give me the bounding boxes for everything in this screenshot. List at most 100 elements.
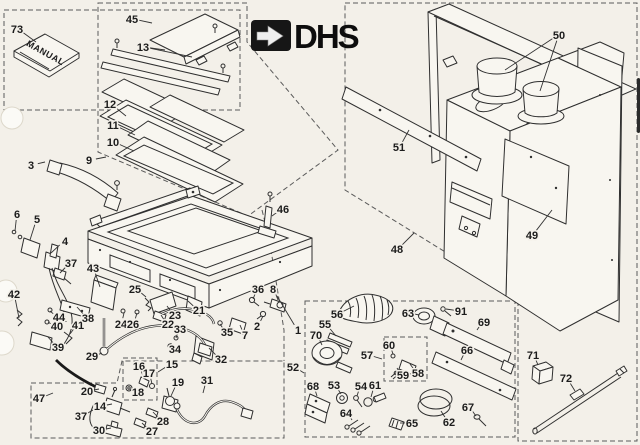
part-7-grommet-block [228,317,247,335]
part-54-screw [353,395,363,408]
scan-artifacts [0,78,640,356]
callout-16: 16 [133,361,145,373]
callout-5: 5 [34,214,40,226]
callout-1: 1 [295,325,301,337]
callout-leader-38 [76,306,84,315]
callout-30: 30 [93,425,105,437]
callout-leader-70 [319,339,323,346]
callout-52: 52 [287,362,299,374]
callout-leader-10 [119,143,135,152]
callout-leader-21 [187,300,194,307]
wall-sleeve-assembly [341,3,637,332]
part-44-screw [47,307,53,313]
part-33-screw [173,335,179,341]
part-50-flue-collars [471,57,565,125]
callout-18: 18 [132,387,144,399]
callout-leader-5 [29,224,36,241]
part-43-cover-bracket [90,274,119,311]
callout-70: 70 [310,330,322,342]
part-49-window-panel [501,138,570,225]
callout-leader-50 [504,37,554,71]
part-24-screw [120,308,126,314]
callout-leader-40 [47,321,51,324]
part-46-bracket [257,191,277,239]
callout-8: 8 [270,284,276,296]
part-58-injector [398,359,417,376]
part-34-screw [167,343,173,349]
callout-9: 9 [86,155,92,167]
callout-leader-67 [472,411,477,417]
part-62-rings [417,388,453,417]
part-22-fitting [152,307,216,325]
callout-54: 54 [355,381,368,393]
callout-48: 48 [391,244,403,256]
callout-41: 41 [72,320,84,332]
callout-60: 60 [383,340,395,352]
part-45-top-cover [149,13,241,66]
callout-2: 2 [254,321,260,333]
right-arrow-icon [256,25,284,47]
part-91-screw [440,306,452,317]
heater-unit-boundary [261,209,285,361]
callout-leader-23 [166,305,171,311]
callout-35: 35 [221,327,233,339]
callout-leader-33 [175,334,178,339]
callout-21: 21 [193,305,205,317]
callout-13: 13 [137,42,149,54]
part-27-nozzle [133,417,147,429]
callout-25: 25 [129,284,141,296]
part-42-spring [16,309,23,327]
callout-leader-53 [337,389,342,395]
callout-leader-71 [535,360,539,366]
part-65-clip [388,417,405,431]
callout-leader-30 [105,427,112,430]
part-72-rod [532,365,628,435]
callout-38: 38 [82,313,94,325]
callout-68: 68 [307,381,319,393]
callout-23: 23 [169,310,181,322]
part-57-pilot-parts [390,353,417,380]
part-59-washer [393,370,399,376]
callout-61: 61 [369,380,381,392]
part-18-washer [125,384,133,392]
part-23-plate [149,291,177,315]
callout-leader-46 [271,211,278,217]
callout-44: 44 [53,312,66,324]
assembly-boundaries [3,2,638,442]
part-51-angle-bar [341,86,482,172]
callout-67: 67 [462,402,474,414]
callout-leader-20 [93,388,100,391]
callout-51: 51 [393,142,405,154]
callout-63: 63 [402,308,414,320]
callout-leader-44 [49,310,54,315]
part-66-flat-bar [431,351,517,401]
callout-leader-17 [150,378,153,385]
callout-leader-27 [141,422,147,428]
callout-leader-36 [252,294,256,300]
corner-parts [531,361,628,435]
part-25-spring [144,297,152,312]
wall-sleeve-boundary [344,2,638,442]
callout-leader-66 [460,354,464,361]
callout-58: 58 [412,368,424,380]
part-35-screw [217,320,223,326]
part-19-valve [161,387,179,413]
callout-29: 29 [86,351,98,363]
callout-10: 10 [107,137,119,149]
callout-39: 39 [52,342,64,354]
callout-22: 22 [162,319,174,331]
callout-leader-26 [134,312,138,319]
callout-leader-54 [356,391,359,397]
part-61-clevis [363,392,387,407]
part-69-rail [429,315,515,375]
callout-leader-51 [402,129,410,143]
part-5-igniter-block [20,237,41,259]
callout-leader-32 [208,347,217,356]
callout-31: 31 [201,375,213,387]
callout-17: 17 [143,368,155,380]
parts-kit-boundary [304,300,516,438]
callout-leader-6 [14,219,17,232]
callout-69: 69 [478,317,490,329]
part-13-trim-strips [100,38,231,96]
